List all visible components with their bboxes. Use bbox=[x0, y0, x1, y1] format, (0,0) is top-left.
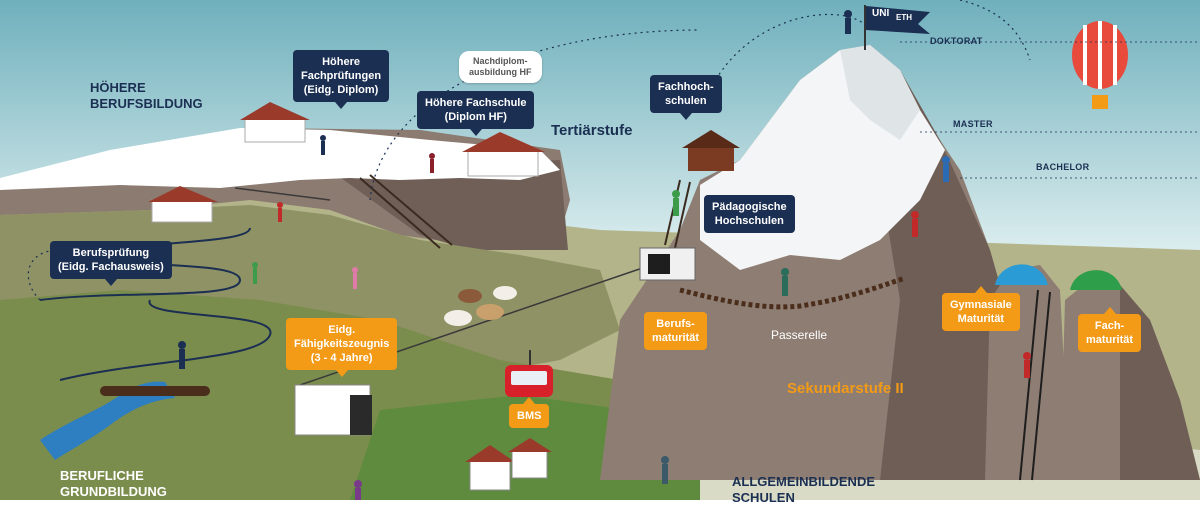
region-hoehere-berufsbildung: HÖHERE BERUFSBILDUNG bbox=[90, 80, 203, 111]
rope-bridge bbox=[679, 275, 906, 310]
label-hoehere-fachschule: Höhere Fachschule (Diplom HF) bbox=[417, 91, 535, 136]
label-efz: Eidg. Fähigkeitszeugnis (3 - 4 Jahre) bbox=[286, 318, 398, 377]
label-fachhochschulen: Fachhoch- schulen bbox=[650, 75, 722, 120]
summit-flag bbox=[864, 5, 930, 50]
flag-eth: ETH bbox=[896, 13, 912, 22]
label-nachdiplom: Nachdiplom- ausbildung HF bbox=[459, 51, 542, 83]
house-berufspruefung bbox=[148, 186, 218, 223]
label-fachmaturitaet: Fach- maturität bbox=[1078, 307, 1142, 352]
label-berufspruefung: Berufsprüfung (Eidg. Fachausweis) bbox=[50, 241, 172, 286]
tent-blue bbox=[995, 264, 1048, 285]
label-passerelle: Passerelle bbox=[771, 328, 828, 342]
zipline bbox=[234, 187, 331, 201]
plateau-ladder bbox=[359, 174, 453, 249]
plateau-snow bbox=[0, 128, 560, 190]
house-hoehere-fachpruefung bbox=[240, 102, 310, 143]
hot-air-balloon bbox=[1072, 21, 1128, 109]
level-bachelor: BACHELOR bbox=[1036, 162, 1090, 172]
label-bms: BMS bbox=[509, 397, 550, 428]
trail-lower bbox=[59, 299, 272, 381]
label-hoehere-fachpruefungen: Höhere Fachprüfungen (Eidg. Diplom) bbox=[293, 50, 390, 109]
region-allgemeinbildende: ALLGEMEINBILDENDE SCHULEN bbox=[732, 474, 875, 505]
village-houses bbox=[465, 438, 552, 491]
region-berufliche-grundbildung: BERUFLICHE GRUNDBILDUNG bbox=[60, 468, 167, 499]
plateau-shadow bbox=[330, 160, 568, 250]
trail-upper bbox=[39, 227, 251, 301]
dotted-path-1 bbox=[369, 29, 701, 201]
summit-facet bbox=[840, 45, 920, 140]
level-doktorat: DOKTORAT bbox=[930, 36, 983, 46]
label-berufsmaturitaet: Berufs- maturität bbox=[644, 312, 708, 350]
factory-efz bbox=[294, 384, 372, 436]
house-hoehere-fachschule bbox=[462, 132, 545, 177]
cows bbox=[444, 286, 517, 326]
gondola-bms bbox=[505, 350, 553, 397]
log-bridge bbox=[100, 386, 210, 396]
hiker-figures bbox=[178, 10, 1031, 500]
dotted-path-3 bbox=[959, 0, 1031, 61]
region-sekundarstufe: Sekundarstufe II bbox=[787, 380, 904, 397]
label-paedagogische-hochschulen: Pädagogische Hochschulen bbox=[704, 195, 795, 233]
level-master: MASTER bbox=[953, 119, 993, 129]
right-ladder bbox=[1019, 289, 1051, 481]
cable-station bbox=[639, 247, 696, 281]
flag-uni: UNI bbox=[872, 8, 890, 19]
river bbox=[40, 381, 175, 460]
region-tertiaerstufe: Tertiärstufe bbox=[551, 122, 633, 139]
tent-green bbox=[1070, 270, 1122, 290]
label-gymnasiale-maturitaet: Gymnasiale Maturität bbox=[942, 286, 1020, 331]
house-paedagogische bbox=[682, 130, 740, 171]
